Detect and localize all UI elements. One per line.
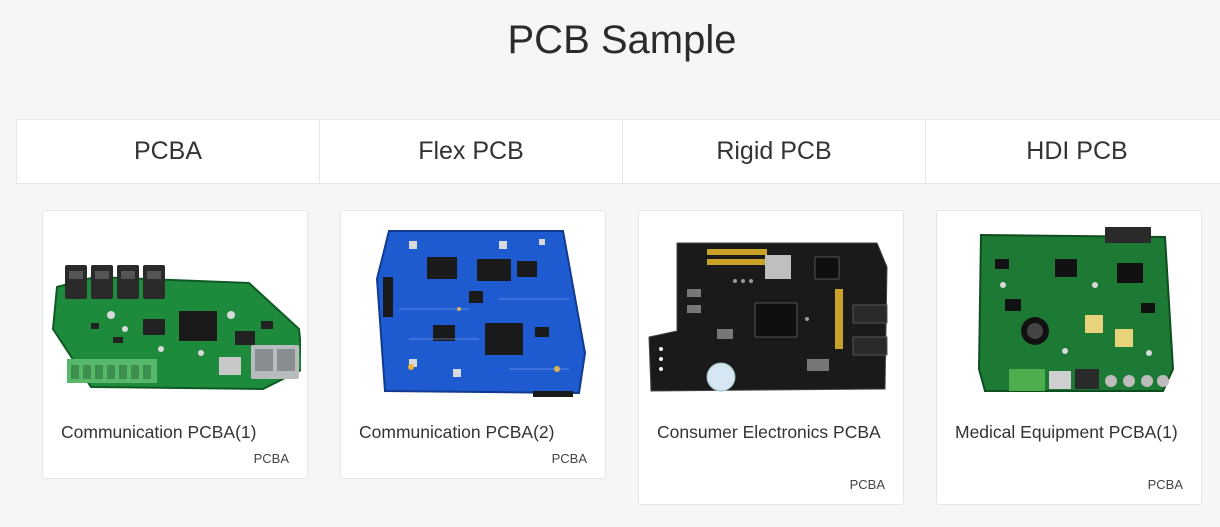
page-title: PCB Sample [507,18,737,62]
product-name[interactable]: Communication PCBA(2) [359,422,555,442]
product-name[interactable]: Consumer Electronics PCBA [657,422,881,442]
tab-hdi-pcb[interactable]: HDI PCB [926,120,1220,183]
product-card-medical-equipment-pcba-1[interactable]: Medical Equipment PCBA(1) PCBA [936,210,1202,505]
product-category: PCBA [551,451,587,466]
product-image-green-pcb[interactable] [51,219,301,399]
category-tabs: PCBA Flex PCB Rigid PCB HDI PCB [16,119,1220,184]
product-card-communication-pcba-2[interactable]: Communication PCBA(2) PCBA [340,210,606,479]
product-image-blue-pcb[interactable] [349,219,599,399]
product-card-communication-pcba-1[interactable]: Communication PCBA(1) PCBA [42,210,308,479]
product-category: PCBA [849,477,885,492]
product-image-green-medical-pcb[interactable] [945,219,1195,399]
product-image-black-pcb[interactable] [647,219,897,399]
tab-flex-pcb[interactable]: Flex PCB [320,120,623,183]
product-category: PCBA [1147,477,1183,492]
tab-pcba[interactable]: PCBA [17,120,320,183]
tab-rigid-pcb[interactable]: Rigid PCB [623,120,926,183]
product-category: PCBA [253,451,289,466]
product-card-consumer-electronics-pcba[interactable]: Consumer Electronics PCBA PCBA [638,210,904,505]
product-name[interactable]: Communication PCBA(1) [61,422,257,442]
product-name[interactable]: Medical Equipment PCBA(1) [955,422,1178,442]
